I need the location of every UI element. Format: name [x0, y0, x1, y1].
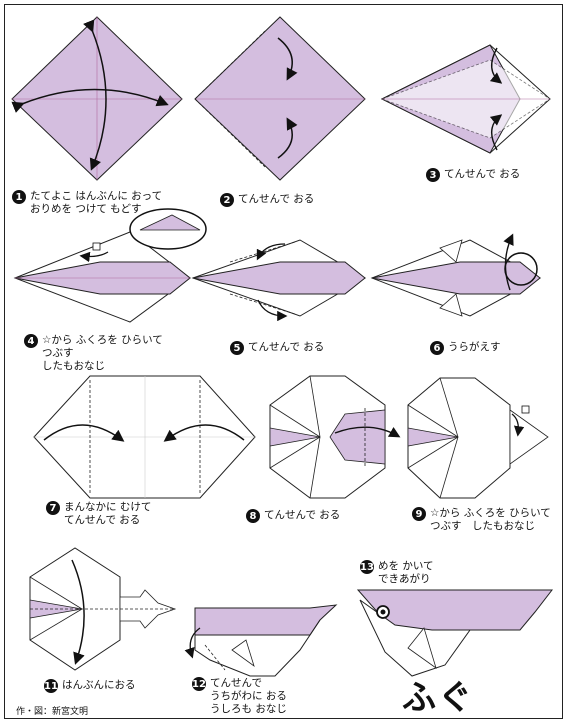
instruction-line: できあがり	[378, 573, 431, 585]
instruction-line: たてよこ はんぶんに おって	[30, 190, 163, 202]
instruction-line: おりめを つけて もどす	[30, 203, 142, 215]
step-1-figure	[11, 16, 183, 181]
step-5-label: 5 てんせんで おる	[230, 341, 324, 355]
step-13-figure	[356, 589, 554, 677]
step-8-figure	[269, 375, 401, 499]
instruction-line: うちがわに おる	[210, 690, 287, 702]
step-number: 4	[24, 334, 38, 348]
step-number: 8	[246, 509, 260, 523]
step-7-figure	[33, 375, 256, 499]
step-number: 1	[12, 190, 26, 204]
step-number: 2	[220, 193, 234, 207]
step-11-label: 11 はんぶんにおる	[44, 679, 136, 693]
instruction-line: てんせんで おる	[238, 193, 315, 205]
instruction-line: はんぶんにおる	[62, 679, 136, 691]
step-9-label: 9 ☆から ふくろを ひらいてつぶす したもおなじ	[412, 507, 551, 533]
instruction-line: うらがえす	[448, 341, 501, 353]
instruction-line: ☆から ふくろを ひらいて	[42, 334, 163, 346]
instruction-line: てんせんで おる	[248, 341, 325, 353]
instruction-line: てんせんで	[210, 677, 262, 689]
step-number: 7	[46, 501, 60, 515]
instruction-line: つぶす	[42, 347, 74, 359]
step-4-label: 4 ☆から ふくろを ひらいてつぶすしたもおなじ	[24, 334, 163, 373]
instruction-line: うしろも おなじ	[210, 703, 287, 715]
step-number: 6	[430, 341, 444, 355]
step-number: 12	[192, 677, 206, 691]
step-7-label: 7 まんなかに むけててんせんで おる	[46, 501, 151, 527]
step-number: 9	[412, 507, 426, 521]
step-12-figure	[184, 604, 338, 677]
page-frame	[4, 4, 563, 719]
step-3-figure	[380, 44, 551, 154]
step-6-figure	[370, 233, 542, 317]
step-2-figure	[194, 16, 366, 181]
step-5-figure	[191, 239, 366, 322]
step-9-figure	[407, 377, 549, 499]
instruction-line: てんせんで おる	[444, 168, 521, 180]
step-11-figure	[29, 547, 177, 671]
step-4-figure	[13, 208, 207, 323]
step-number: 5	[230, 341, 244, 355]
step-3-label: 3 てんせんで おる	[426, 168, 520, 182]
page-title: ふぐ	[402, 678, 474, 718]
step-number: 11	[44, 679, 58, 693]
step-13-label: 13 めを かいてできあがり	[360, 560, 434, 586]
step-2-label: 2 てんせんで おる	[220, 193, 314, 207]
instruction-line: したもおなじ	[42, 360, 105, 372]
step-6-label: 6 うらがえす	[430, 341, 501, 355]
step-1-label: 1 たてよこ はんぶんに おっておりめを つけて もどす	[12, 190, 162, 216]
step-number: 3	[426, 168, 440, 182]
step-12-label: 12 てんせんでうちがわに おるうしろも おなじ	[192, 677, 287, 716]
instruction-line: てんせんで おる	[64, 514, 141, 526]
instruction-line: まんなかに むけて	[64, 501, 152, 513]
instruction-line: ☆から ふくろを ひらいて	[430, 507, 551, 519]
credit-text: 作・図：新宮文明	[16, 707, 89, 717]
step-8-label: 8 てんせんで おる	[246, 509, 340, 523]
step-number: 13	[360, 560, 374, 574]
instruction-line: てんせんで おる	[264, 509, 341, 521]
instruction-line: めを かいて	[378, 560, 434, 572]
instruction-line: つぶす したもおなじ	[430, 520, 535, 532]
